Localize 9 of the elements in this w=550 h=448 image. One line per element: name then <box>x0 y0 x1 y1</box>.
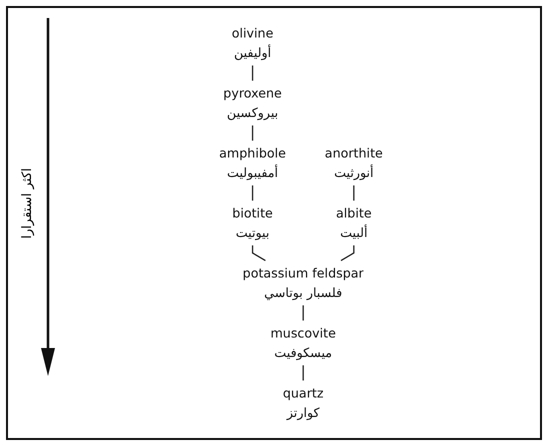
connector <box>252 185 254 201</box>
connector <box>252 125 254 141</box>
connector <box>340 245 354 262</box>
connector <box>252 245 266 262</box>
axis-label: اكثر استقرارا <box>20 168 35 239</box>
connector <box>252 66 254 81</box>
connector <box>302 305 304 321</box>
connector <box>353 185 354 201</box>
connector <box>302 365 304 380</box>
